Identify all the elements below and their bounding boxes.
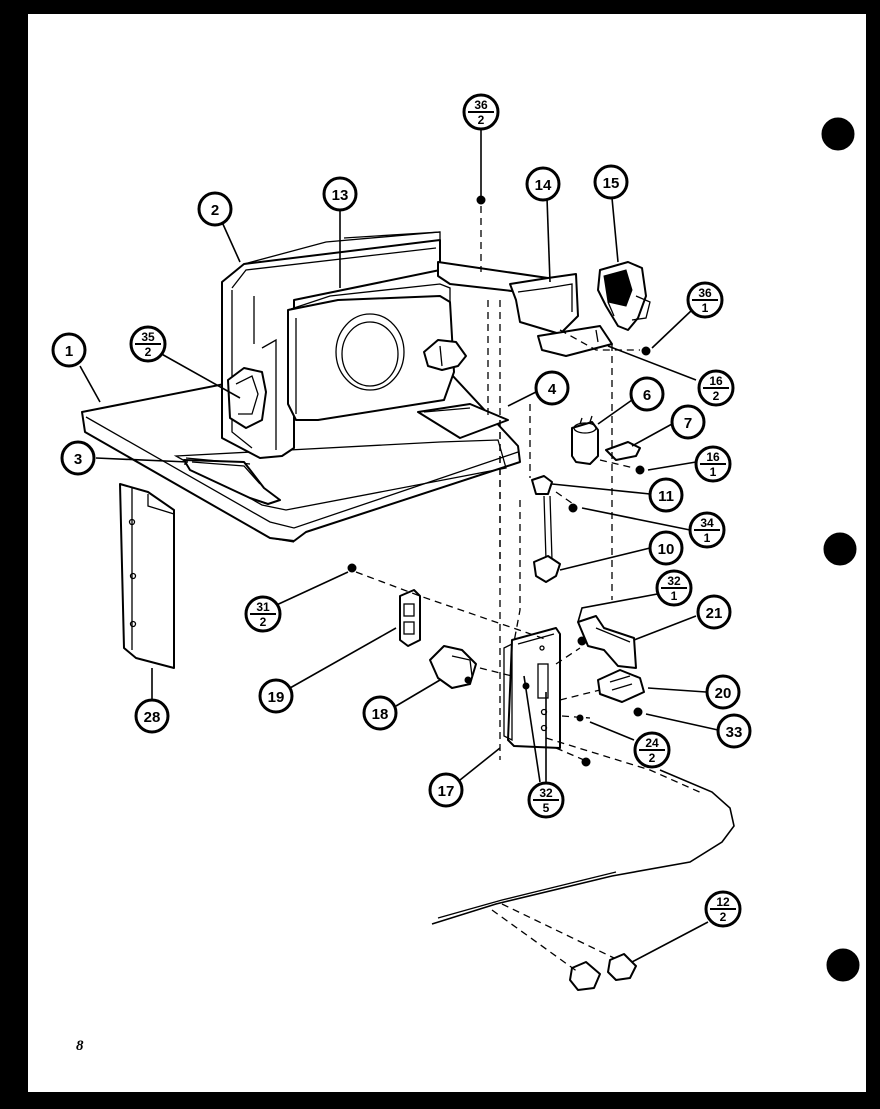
callout-36-1: 36 1 [686,281,724,319]
svg-text:33: 33 [726,724,743,741]
assembly-lines [355,206,705,795]
thermostat-bulb-tube [431,769,735,991]
svg-text:10: 10 [658,541,675,558]
callout-31-2: 31 2 [244,595,282,633]
svg-text:13: 13 [332,187,349,204]
callout-32-5: 32 5 [527,781,565,819]
leader-lines [79,130,719,963]
mounting-bracket [577,615,637,669]
callout-16-2: 16 2 [697,369,735,407]
svg-text:17: 17 [438,783,455,800]
svg-text:19: 19 [268,689,285,706]
svg-text:1: 1 [704,531,711,545]
callout-3: 3 [60,440,96,476]
thermostat-assembly [531,475,578,583]
svg-text:2: 2 [260,615,267,629]
binder-hole-top [821,117,855,151]
divider-plate [417,403,509,439]
callout-7: 7 [670,404,706,440]
svg-text:31: 31 [256,600,270,614]
svg-text:20: 20 [715,685,732,702]
svg-text:2: 2 [649,751,656,765]
svg-text:6: 6 [643,387,651,404]
relay [597,669,645,717]
svg-text:2: 2 [720,910,727,924]
svg-text:35: 35 [141,330,155,344]
svg-text:16: 16 [706,450,720,464]
callout-21: 21 [696,594,732,630]
svg-text:14: 14 [535,177,552,194]
callout-12-2: 12 2 [704,890,742,928]
side-panel [119,483,175,669]
callout-2: 2 [197,191,233,227]
callout-20: 20 [705,674,741,710]
fan-scroll-housing [221,231,441,459]
callout-36-2: 36 2 [462,93,500,131]
svg-text:1: 1 [702,301,709,315]
callout-14: 14 [525,166,561,202]
callout-32-1: 32 1 [655,569,693,607]
callout-24-2: 24 2 [633,731,671,769]
callout-28: 28 [134,698,170,734]
callout-4: 4 [534,370,570,406]
svg-text:32: 32 [667,574,681,588]
svg-text:5: 5 [543,801,550,815]
svg-text:1: 1 [65,343,73,360]
callout-15: 15 [593,164,629,200]
control-panel-plate [503,627,561,749]
callout-6: 6 [629,376,665,412]
callout-10: 10 [648,530,684,566]
svg-text:2: 2 [145,345,152,359]
switch-bracket [597,261,651,331]
svg-text:12: 12 [716,895,730,909]
svg-text:28: 28 [144,709,161,726]
svg-text:34: 34 [700,516,714,530]
svg-text:18: 18 [372,706,389,723]
callout-11: 11 [648,477,684,513]
svg-text:2: 2 [713,389,720,403]
svg-text:2: 2 [211,202,219,219]
svg-text:36: 36 [698,286,712,300]
svg-text:36: 36 [474,98,488,112]
rocker-switch [399,589,421,647]
binder-holes [821,117,860,982]
svg-text:15: 15 [603,175,620,192]
svg-text:21: 21 [706,605,723,622]
callout-17: 17 [428,772,464,808]
svg-text:2: 2 [478,113,485,127]
orifice-panel [287,283,467,421]
binder-hole-middle [823,532,857,566]
callout-18: 18 [362,695,398,731]
callout-13: 13 [322,176,358,212]
svg-text:3: 3 [74,451,82,468]
svg-text:1: 1 [710,465,717,479]
selector-switch [429,645,477,689]
svg-text:1: 1 [671,589,678,603]
callout-33: 33 [716,713,752,749]
svg-text:4: 4 [548,381,557,398]
binder-hole-bottom [826,948,860,982]
drain-tray [183,459,281,505]
capacitor [571,415,599,465]
callout-34-1: 34 1 [688,511,726,549]
svg-text:7: 7 [684,415,692,432]
svg-text:16: 16 [709,374,723,388]
svg-text:11: 11 [658,488,674,505]
svg-text:32: 32 [539,786,553,800]
control-partition [437,261,613,357]
svg-text:24: 24 [645,736,659,750]
callout-19: 19 [258,678,294,714]
callout-16-1: 16 1 [694,445,732,483]
callouts: 36 2 13 2 14 15 36 1 [51,93,752,928]
capacitor-clip [605,441,645,475]
callout-1: 1 [51,332,87,368]
callout-35-2: 35 2 [129,325,167,363]
page-number: 8 [76,1038,84,1054]
